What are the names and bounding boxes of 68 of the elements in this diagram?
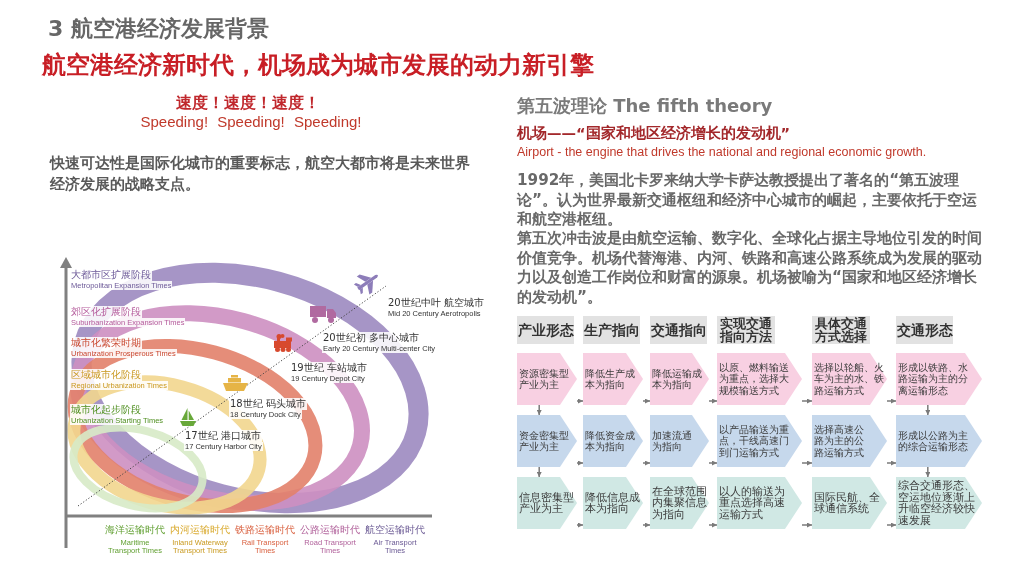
arrow [886,522,897,528]
era-label: 公路运输时代 [299,524,361,536]
arrow [536,404,542,416]
stage-label: 区域城市化阶段 [70,369,142,381]
chevron-box: 以人的输送为重点选择高速运输方式 [717,477,802,529]
subtitle: 航空港经济新时代，机场成为城市发展的动力新引擎 [42,50,594,80]
era-label: 铁路运输时代 [234,524,296,536]
chevron-box: 国际民航、全球通信系统 [812,477,887,529]
quote-heading: 机场——“国家和地区经济增长的发动机” [517,125,791,143]
quote-translation: Airport - the engine that drives the national and regional economic growth. [517,144,927,160]
slogan-translation: Speeding! Speeding! Speeding! [139,113,363,131]
chevron-box: 形成以铁路、水路运输为主的分离运输形态 [896,353,982,405]
intro-paragraph: 快速可达性是国际化城市的重要标志，航空大都市将是未来世界经济发展的战略支点。 [50,153,471,194]
chevron-box: 形成以公路为主的综合运输形态 [896,415,982,467]
chevron-box: 降低运输成本为指向 [650,353,709,405]
arrow [708,522,718,528]
chevron-box: 加速流通为指向 [650,415,709,467]
arrow [925,466,931,478]
chevron-box: 资源密集型产业为主 [517,353,577,405]
stage-label: 城市化繁荣时期 [70,337,142,349]
city-label: 19世纪 车站城市 [290,362,368,374]
arrow [708,398,718,404]
chevron-box: 降低资金成本为指向 [583,415,643,467]
chevron-box: 降低信息成本为指向 [583,477,643,529]
arrow [576,398,584,404]
era-label: 内河运输时代 [169,524,231,536]
arrow [642,522,651,528]
page-title: 3 航空港经济发展背景 [48,16,269,42]
column-header: 生产指向 [583,316,640,344]
chevron-box: 选择以轮船、火车为主的水、铁路运输方式 [812,353,887,405]
arrow [886,460,897,466]
stage-label: 大都市区扩展阶段 [70,269,152,281]
column-header: 产业形态 [517,316,574,344]
chevron-box: 资金密集型产业为主 [517,415,577,467]
chevron-box: 综合交通形态、空运地位逐渐上升临空经济较快速发展 [896,477,982,529]
arrow [801,522,813,528]
chevron-box: 信息密集型产业为主 [517,477,577,529]
body-paragraph: 第五次冲击波是由航空运输、数字化、全球化占据主导地位引发的时间价值竞争。机场代替海港、内河、铁路和高速公路系统成为发展的驱动力以及创造工作岗位和财富的源泉。机场被喻为“国家和地区经济增长的发动机”。 [517,229,983,308]
section-heading: 第五波理论 The fifth theory [517,95,773,117]
city-label: 17世纪 港口城市 [184,430,262,442]
stage-label: 郊区化扩展阶段 [70,306,142,318]
chevron-box: 降低生产成本为指向 [583,353,643,405]
arrow [801,398,813,404]
arrow [801,460,813,466]
arrow [642,460,651,466]
city-label: 20世纪中叶 航空城市 [387,297,485,309]
column-header: 交通指向 [650,316,707,344]
arrow [576,522,584,528]
arrow [886,398,897,404]
chevron-box: 以产品输送为重点，干线高速门到门运输方式 [717,415,802,467]
column-header: 具体交通方式选择 [812,316,870,344]
column-header: 交通形态 [896,316,953,344]
stage-label: 城市化起步阶段 [70,404,142,416]
city-label: 18世纪 码头城市 [229,398,307,410]
arrow [925,404,931,416]
chevron-box: 在全球范围内集聚信息为指向 [650,477,709,529]
era-label: 海洋运输时代 [104,524,166,536]
slogan: 速度！速度！速度！ [175,93,321,113]
arrow [536,466,542,478]
city-label: 20世纪初 多中心城市 [322,332,420,344]
era-label: 航空运输时代 [364,524,426,536]
body-paragraph: 1992年，美国北卡罗来纳大学卡萨达教授提出了著名的“第五波理论”。认为世界最新交通枢纽和经济中心城市的崛起，主要依托于空运和航空港枢纽。 [517,171,978,230]
arrow [708,460,718,466]
arrow [576,460,584,466]
chevron-box: 选择高速公路为主的公路运输方式 [812,415,887,467]
column-header: 实现交通指向方法 [717,316,775,344]
arrow [642,398,651,404]
chevron-box: 以原、燃料输送为重点，选择大规模输送方式 [717,353,802,405]
